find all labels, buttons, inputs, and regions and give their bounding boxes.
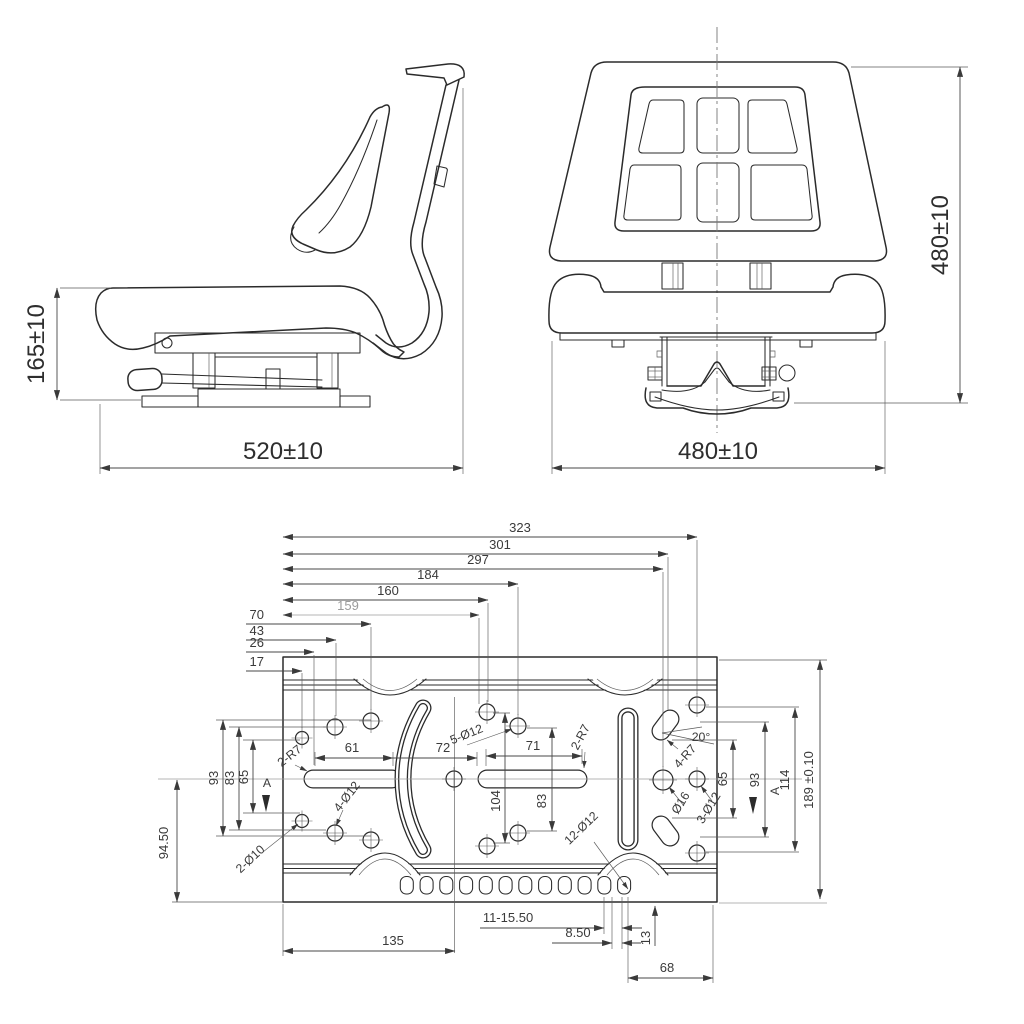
side-view-dimensions: 165±10 520±10 [23, 88, 464, 474]
dim-93-left: 93 [206, 771, 221, 785]
seat-cushion-front [548, 273, 886, 334]
plate-dimension-chain-top: 323 301 297 184 160 159 70 43 26 17 [246, 520, 698, 675]
frame-tab [433, 165, 448, 188]
label-12-d12: 12-Ø12 [562, 809, 601, 848]
mounting-rail [644, 387, 790, 415]
backrest-outline [548, 61, 888, 262]
dim-189: 189 ±0.10 [801, 751, 816, 809]
dim-65-right: 65 [715, 772, 730, 786]
label-20deg: 20° [692, 730, 711, 744]
back-frame-inner [375, 84, 447, 348]
adjust-knob [778, 364, 796, 382]
dim-11-1550: 11-15.50 [483, 910, 533, 925]
dim-9450: 94.50 [156, 827, 171, 860]
plate-outline [282, 656, 718, 903]
dim-seat-depth: 520±10 [243, 438, 323, 465]
backrest-cushion-side [291, 104, 391, 254]
backrest-panel [614, 86, 821, 232]
dim-seat-height: 165±10 [23, 304, 50, 384]
dim-160: 160 [377, 583, 399, 598]
dim-184: 184 [417, 567, 439, 582]
dim-17: 17 [250, 654, 264, 669]
back-frame-outer [372, 79, 460, 360]
dim-850: 8.50 [565, 925, 590, 940]
plate-bottom-band [282, 852, 718, 876]
adjust-lever-handle [127, 367, 163, 392]
dim-68: 68 [660, 960, 674, 975]
plate-dimensions-left: 93 83 65 94.50 A [156, 719, 272, 903]
dim-13: 13 [638, 931, 653, 945]
plate-slot-row [399, 875, 632, 895]
dim-71: 71 [526, 738, 540, 753]
plate-dimensions-inner: 61 72 71 104 83 [314, 712, 583, 844]
dim-114: 114 [777, 770, 792, 791]
hole-crosshairs [291, 693, 709, 865]
dim-135: 135 [382, 933, 404, 948]
dim-104: 104 [488, 790, 503, 812]
seat-front-view: 480±10 480±10 [548, 27, 968, 474]
label-2-d10: 2-Ø10 [233, 842, 268, 876]
seat-side-view: 165±10 520±10 [23, 63, 465, 474]
section-arrow-a-left [262, 795, 270, 812]
backrest-grid [623, 97, 813, 223]
section-arrow-a-left-label: A [263, 776, 272, 790]
backrest-posts [661, 262, 772, 290]
dim-70: 70 [250, 607, 264, 622]
seat-pan [559, 332, 877, 348]
mounting-bracket [644, 332, 796, 415]
dim-83-inner: 83 [534, 794, 549, 808]
label-2-r7-right: 2-R7 [568, 722, 593, 752]
label-4-r7: 4-R7 [671, 742, 699, 771]
dim-301: 301 [489, 537, 511, 552]
seat-cushion-side [94, 285, 405, 358]
dim-297: 297 [467, 552, 489, 567]
headrest-hook [405, 63, 465, 86]
section-arrow-a-right-label: A [768, 786, 782, 795]
dim-seat-height-front: 480±10 [927, 195, 954, 275]
dim-159: 159 [337, 598, 359, 613]
dim-83-left: 83 [222, 771, 237, 785]
dim-72: 72 [436, 740, 450, 755]
dim-26: 26 [250, 635, 264, 650]
dim-seat-width: 480±10 [678, 438, 758, 465]
label-d16: Ø16 [669, 789, 693, 816]
plate-dimensions-bottom: 135 11-15.50 8.50 13 68 [282, 905, 714, 982]
dim-323: 323 [509, 520, 531, 535]
dim-65-left: 65 [236, 770, 251, 784]
label-5-d12: 5-Ø12 [448, 721, 485, 747]
mounting-plate-view: 323 301 297 184 160 159 70 43 26 17 93 8… [156, 520, 827, 983]
dim-43: 43 [250, 623, 264, 638]
front-view-dimensions: 480±10 480±10 [551, 66, 968, 474]
label-2-r7-left: 2-R7 [275, 742, 305, 770]
plate-top-band [282, 678, 718, 696]
dim-93-right: 93 [747, 773, 762, 787]
label-3-d12: 3-Ø12 [694, 790, 724, 827]
plate-dimensions-right: 65 93 114 189 ±0.10 A [715, 659, 824, 900]
dim-61: 61 [345, 740, 359, 755]
section-arrow-a-right [749, 797, 757, 814]
suspension-mechanism [127, 332, 371, 408]
